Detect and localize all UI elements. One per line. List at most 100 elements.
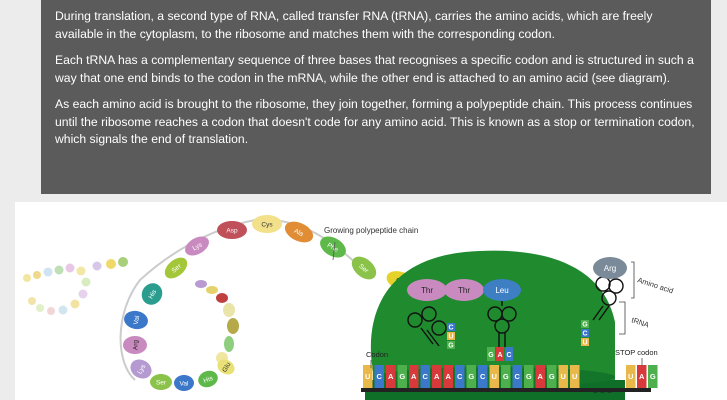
amino-acid-arg-free xyxy=(593,257,627,279)
amino-acid-leu xyxy=(483,279,521,301)
amino-acid-bracket xyxy=(631,261,635,299)
svg-text:C: C xyxy=(515,372,521,381)
paragraph-trna-intro: During translation, a second type of RNA… xyxy=(55,9,653,41)
growing-chain-pointer xyxy=(332,241,336,261)
mrna-base-5: C xyxy=(420,365,430,388)
translation-diagram: AspCysAlaPheSerGluLysSerHisValArgLysSerV… xyxy=(15,202,727,400)
chain-amino-acid-1: Cys xyxy=(252,215,282,233)
svg-text:His: His xyxy=(203,375,215,385)
paragraph-anticodon: Each tRNA has a complementary sequence o… xyxy=(55,53,694,85)
svg-text:Ser: Ser xyxy=(156,380,167,387)
svg-text:A: A xyxy=(538,372,544,381)
stop-base-2: G xyxy=(648,365,658,388)
svg-text:C: C xyxy=(423,372,429,381)
mrna-base-11: U xyxy=(489,365,499,388)
chain-amino-acid-12: Ser xyxy=(150,374,172,390)
chain-amino-acid-9: Val xyxy=(124,310,148,330)
mrna-base-4: A xyxy=(409,365,419,388)
svg-text:Val: Val xyxy=(133,315,142,326)
amino-acid-arg-free-label: Arg xyxy=(604,264,616,273)
chain-amino-acids: AspCysAlaPheSerGluLysSerHisValArgLysSerV… xyxy=(123,215,416,391)
mrna-ellipsis: ■ ■ ■ xyxy=(593,386,612,395)
svg-text:U: U xyxy=(492,372,497,381)
mrna-base-3: G xyxy=(397,365,407,388)
svg-text:Lys: Lys xyxy=(136,363,147,376)
svg-text:U: U xyxy=(448,334,453,341)
svg-text:C: C xyxy=(506,352,511,359)
svg-text:A: A xyxy=(411,372,417,381)
svg-text:A: A xyxy=(639,372,645,381)
anticodon-left: CUG xyxy=(447,323,455,350)
svg-text:U: U xyxy=(572,372,577,381)
trna-left xyxy=(407,306,447,347)
chain-amino-acid-11: Lys xyxy=(130,359,152,379)
svg-text:U: U xyxy=(561,372,566,381)
svg-text:U: U xyxy=(628,372,633,381)
stop-base-1: A xyxy=(637,365,647,388)
svg-text:His: His xyxy=(147,288,158,300)
svg-text:G: G xyxy=(549,372,555,381)
stop-base-0: U xyxy=(626,365,636,388)
chain-amino-acid-7: Ser xyxy=(164,257,188,279)
chain-amino-acid-2: Ala xyxy=(284,221,314,243)
chain-amino-acid-15: Glu xyxy=(217,359,235,375)
svg-text:Val: Val xyxy=(180,381,189,388)
svg-text:G: G xyxy=(503,372,509,381)
mrna-base-16: G xyxy=(547,365,557,388)
amino-acid-thr-1 xyxy=(407,279,447,301)
svg-text:G: G xyxy=(448,343,454,350)
svg-text:Glu: Glu xyxy=(221,361,232,374)
amino-acid-thr-2-label: Thr xyxy=(458,286,470,295)
svg-text:A: A xyxy=(497,352,502,359)
ribosome-amino-acids: Thr Thr Leu xyxy=(407,279,521,301)
svg-text:G: G xyxy=(399,372,405,381)
paragraph-stop-codon: As each amino acid is brought to the rib… xyxy=(55,97,695,146)
svg-text:G: G xyxy=(468,372,474,381)
mrna-base-9: G xyxy=(466,365,476,388)
svg-text:C: C xyxy=(582,331,587,338)
mrna-base-17: U xyxy=(558,365,568,388)
svg-text:U: U xyxy=(582,340,587,347)
chain-amino-acid-4: Ser xyxy=(351,256,377,280)
mrna-base-14: G xyxy=(524,365,534,388)
mrna-backbone xyxy=(361,388,651,392)
svg-text:Ala: Ala xyxy=(293,228,305,238)
codon-label: Codon xyxy=(366,350,388,359)
mrna-base-13: C xyxy=(512,365,522,388)
chain-amino-acid-13: Val xyxy=(174,375,194,391)
svg-text:G: G xyxy=(582,322,588,329)
svg-text:C: C xyxy=(448,325,453,332)
mrna-base-6: A xyxy=(432,365,442,388)
svg-text:C: C xyxy=(377,372,383,381)
svg-text:G: G xyxy=(488,352,494,359)
translation-diagram-svg: AspCysAlaPheSerGluLysSerHisValArgLysSerV… xyxy=(23,215,674,400)
stop-codon-label: STOP codon xyxy=(615,348,658,357)
mrna-base-15: A xyxy=(535,365,545,388)
chain-amino-acid-0: Asp xyxy=(217,221,247,239)
amino-acid-leu-label: Leu xyxy=(495,286,508,295)
svg-text:G: G xyxy=(650,372,656,381)
svg-text:C: C xyxy=(457,372,463,381)
amino-acid-thr-2 xyxy=(444,279,484,301)
growing-chain-label: Growing polypeptide chain xyxy=(324,226,418,235)
mrna-base-7: A xyxy=(443,365,453,388)
mrna-base-0: U xyxy=(363,365,373,388)
trna-label: tRNA xyxy=(630,315,650,329)
mrna-base-1: C xyxy=(374,365,384,388)
svg-text:A: A xyxy=(434,372,440,381)
chain-amino-acid-6: Lys xyxy=(185,236,209,256)
svg-text:A: A xyxy=(446,372,452,381)
svg-text:Arg: Arg xyxy=(133,340,140,351)
svg-text:Cys: Cys xyxy=(261,222,273,229)
chain-amino-acid-3: Phe xyxy=(320,236,346,258)
svg-text:A: A xyxy=(388,372,394,381)
mrna-base-2: A xyxy=(386,365,396,388)
chain-tail xyxy=(23,257,128,315)
info-panel: During translation, a second type of RNA… xyxy=(41,0,711,194)
chain-amino-acid-8: His xyxy=(141,283,163,305)
svg-text:U: U xyxy=(365,372,370,381)
amino-acid-thr-1-label: Thr xyxy=(421,286,433,295)
